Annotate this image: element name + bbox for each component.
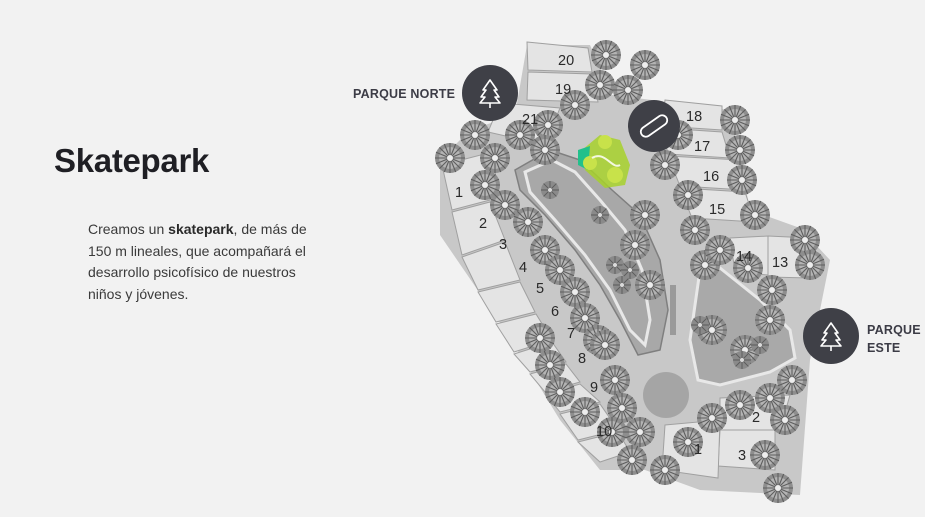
skatepark-badge[interactable]: [628, 100, 680, 152]
lot-7: 7: [567, 326, 575, 342]
parque-este-label: PARQUE ESTE: [867, 321, 921, 357]
skateboard-icon: [639, 114, 669, 138]
description-text-end: , de más de 150 m lineales, que acompaña…: [88, 221, 307, 302]
lot-4: 4: [519, 260, 527, 276]
lot-18: 18: [686, 109, 702, 125]
lot-16: 16: [703, 169, 719, 185]
lot-8: 8: [578, 351, 586, 367]
lot-20: 19: [555, 82, 571, 98]
parque-norte-badge[interactable]: [462, 65, 518, 121]
lot-3: 3: [499, 237, 507, 253]
parque-este-label-line1: PARQUE: [867, 323, 921, 337]
tree-icon: [820, 322, 842, 351]
lot-19: 20: [558, 53, 574, 69]
lot-17: 17: [694, 139, 710, 155]
parque-norte-label: PARQUE NORTE: [353, 87, 456, 101]
lot-2: 2: [479, 216, 487, 232]
lot-east-1: 1: [694, 442, 702, 458]
lot-east-2: 2: [752, 410, 760, 426]
east-park: [688, 266, 797, 387]
lot-east-3: 3: [738, 448, 746, 464]
section-description: Creamos un skatepark, de más de 150 m li…: [88, 219, 313, 305]
page-title: Skatepark: [54, 142, 210, 179]
lot-numbers: 20 19 21 1 2 3 4 5 6 7 8 9 10 18 17 16 1…: [455, 53, 788, 464]
skatepark-highlight: [578, 135, 630, 188]
lot-21: 21: [522, 112, 538, 128]
lot-13: 13: [772, 255, 788, 271]
lot-6: 6: [551, 304, 559, 320]
parque-este-badge[interactable]: [803, 308, 859, 364]
lot-15: 15: [709, 202, 725, 218]
description-highlight: skatepark: [168, 221, 234, 237]
tree-icon: [479, 79, 501, 108]
lot-10: 10: [596, 424, 612, 440]
round-plaza: [643, 372, 689, 418]
lot-9: 9: [590, 380, 598, 396]
parque-este-label-line2: ESTE: [867, 341, 901, 355]
lot-14: 14: [736, 249, 752, 265]
description-text-start: Creamos un: [88, 221, 169, 237]
lot-5: 5: [536, 281, 544, 297]
lot-1: 1: [455, 185, 463, 201]
